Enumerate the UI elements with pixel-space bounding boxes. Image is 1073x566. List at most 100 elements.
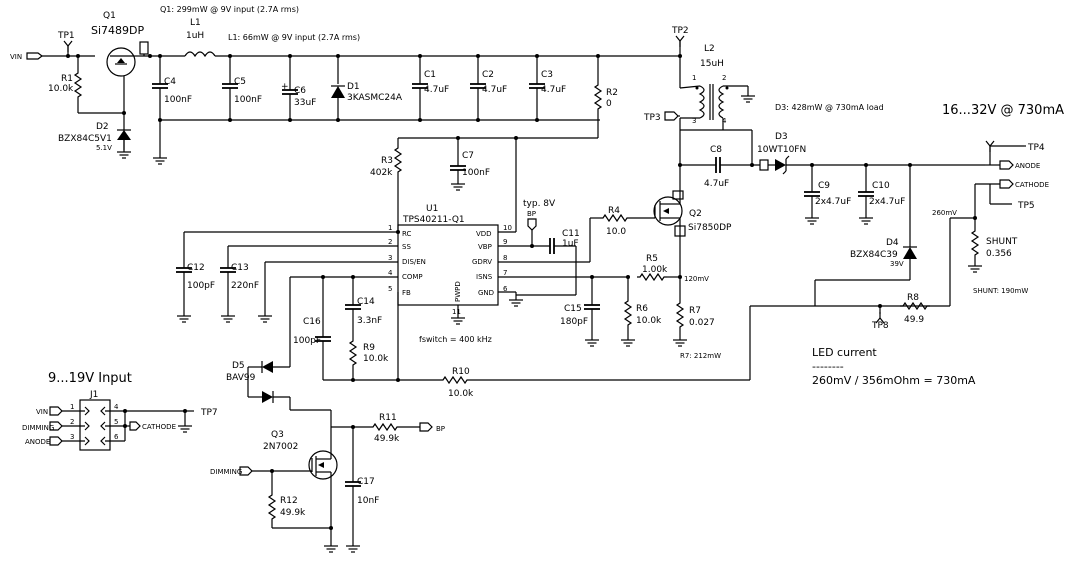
svg-text:DIS/EN: DIS/EN [402,258,426,266]
svg-text:R1: R1 [61,74,73,84]
svg-text:4.7uF: 4.7uF [704,179,729,189]
svg-text:3: 3 [388,254,392,262]
dimming-connector [239,466,253,476]
svg-text:R11: R11 [379,413,397,423]
q1-drain-tab [139,41,149,55]
r1 [74,69,82,101]
r10 [439,376,471,384]
led-title: LED current [812,346,877,359]
svg-text:ISNS: ISNS [476,273,493,281]
svg-text:100nF: 100nF [164,95,192,105]
svg-text:4: 4 [114,403,119,411]
d2: D2 BZX84C5V1 5.1V [58,122,131,152]
svg-text:CATHODE: CATHODE [142,423,176,431]
net-vin-label: VIN [10,53,22,61]
svg-text:RC: RC [402,230,412,238]
svg-text:C13: C13 [231,263,249,273]
r11 [369,423,401,431]
svg-text:TP4: TP4 [1027,143,1045,153]
svg-text:100pF: 100pF [293,336,321,346]
r6 [624,297,632,329]
svg-text:Si7850DP: Si7850DP [688,223,732,233]
bp-test-point [527,218,537,231]
svg-text:100nF: 100nF [234,95,262,105]
svg-text:Q2: Q2 [689,209,702,219]
anode-connector [999,160,1014,170]
svg-text:FB: FB [402,289,411,297]
svg-text:49.9: 49.9 [904,315,924,325]
svg-text:R8: R8 [907,293,919,303]
svg-text:VIN: VIN [36,408,48,416]
svg-text:10WT10FN: 10WT10FN [757,145,806,155]
svg-text:49.9k: 49.9k [374,434,400,444]
svg-text:2x4.7uF: 2x4.7uF [815,197,851,207]
svg-text:C12: C12 [187,263,205,273]
svg-text:Q1: Q1 [103,11,116,21]
svg-text:DIMMING: DIMMING [22,424,54,432]
svg-text:R6: R6 [636,304,648,314]
svg-text:C2: C2 [482,70,494,80]
svg-text:4.7uF: 4.7uF [482,85,507,95]
svg-text:R7: 212mW: R7: 212mW [680,352,721,360]
svg-text:39V: 39V [890,260,904,268]
svg-text:10nF: 10nF [357,496,379,506]
j1 [79,399,111,451]
svg-text:U1: U1 [426,204,438,214]
svg-text:R4: R4 [608,206,620,216]
r9 [349,337,357,369]
svg-text:4.7uF: 4.7uF [541,85,566,95]
svg-text:100pF: 100pF [187,281,215,291]
svg-text:120mV: 120mV [684,275,709,283]
led-equation: 260mV / 356mOhm = 730mA [812,374,976,387]
svg-text:180pF: 180pF [560,317,588,327]
c15 [583,304,601,310]
svg-text:BAV99: BAV99 [226,373,256,383]
svg-text:2: 2 [388,238,392,246]
svg-text:100nF: 100nF [462,168,490,178]
svg-text:C17: C17 [357,477,375,487]
svg-text:8: 8 [503,254,507,262]
svg-text:220nF: 220nF [231,281,259,291]
svg-text:BP: BP [527,210,536,218]
svg-text:ANODE: ANODE [25,438,50,446]
svg-text:C10: C10 [872,181,890,191]
svg-text:11: 11 [452,308,461,316]
r12 [268,491,276,523]
note-q1: Q1: 299mW @ 9V input (2.7A rms) [160,5,299,14]
svg-text:BP: BP [436,425,445,433]
svg-text:2: 2 [70,418,74,426]
svg-text:0.027: 0.027 [689,318,715,328]
svg-text:+: + [281,82,289,92]
svg-text:Q3: Q3 [271,430,284,440]
d3: D3 10WT10FN [757,132,806,175]
svg-text:J1: J1 [89,390,98,400]
svg-text:R12: R12 [280,496,298,506]
svg-text:VBP: VBP [478,243,492,251]
svg-text:402k: 402k [370,168,393,178]
svg-text:3: 3 [692,117,696,125]
cathode-connector [999,179,1014,189]
svg-text:C5: C5 [234,77,246,87]
svg-text:3KASMC24A: 3KASMC24A [347,93,403,103]
svg-text:49.9k: 49.9k [280,508,306,518]
svg-text:R3: R3 [381,156,393,166]
svg-text:4: 4 [722,117,727,125]
svg-text:R10: R10 [452,367,470,377]
svg-text:DIMMING: DIMMING [210,468,242,476]
svg-text:TP1: TP1 [57,31,75,41]
svg-text:1.00k: 1.00k [642,265,668,275]
svg-text:1: 1 [388,224,392,232]
svg-text:typ. 8V: typ. 8V [523,199,556,209]
tp5: TP5 [1017,201,1035,211]
svg-text:260mV: 260mV [932,209,957,217]
svg-text:PWPD: PWPD [454,281,462,302]
tp7: TP7 [200,408,218,418]
svg-text:3: 3 [70,433,74,441]
r3 [394,144,402,176]
svg-text:D2: D2 [96,122,109,132]
svg-text:BZX84C5V1: BZX84C5V1 [58,134,112,144]
svg-text:5.1V: 5.1V [96,144,112,152]
u1 [397,224,499,306]
svg-text:--------: -------- [812,360,844,373]
svg-text:10.0k: 10.0k [48,84,74,94]
